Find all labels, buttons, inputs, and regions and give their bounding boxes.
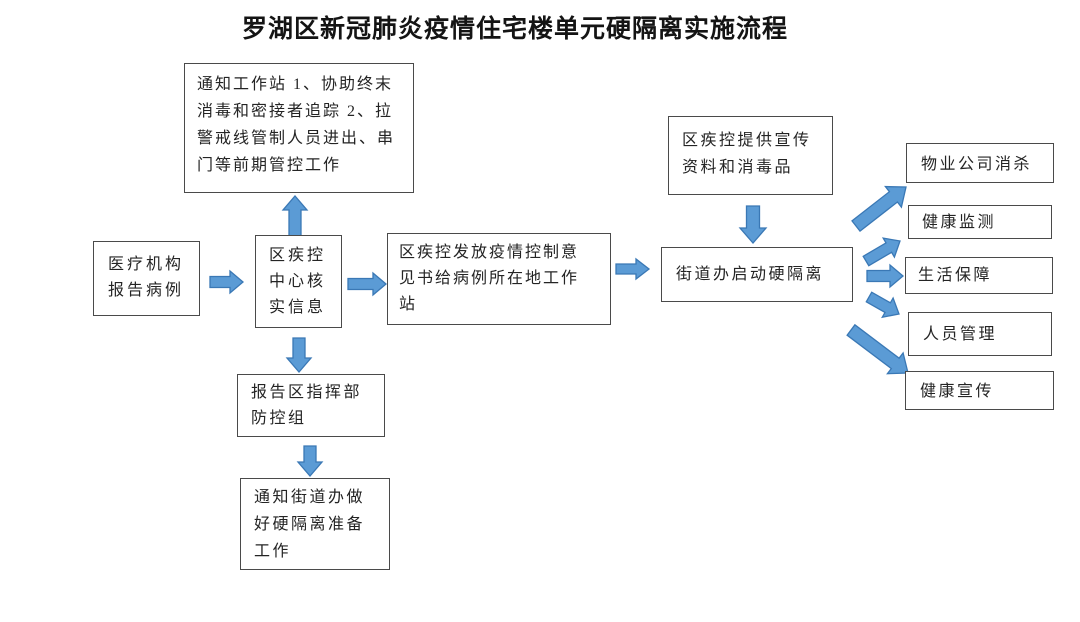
arrow-cdc-to-notice [347,271,388,297]
node-report-command-group: 报告区指挥部 防控组 [237,374,385,437]
node-property-disinfect: 物业公司消杀 [906,143,1054,183]
arrow-supplies-to-street [738,205,768,244]
node-notify-workstation: 通知工作站 1、协助终末 消毒和密接者追踪 2、拉 警戒线管制人员进出、串 门等… [184,63,414,193]
arrow-street-to-health-promo [846,323,909,375]
arrow-notice-to-street [615,257,651,281]
node-health-promotion: 健康宣传 [905,371,1054,410]
arrow-cdc-to-workstation [281,195,309,237]
node-health-monitor: 健康监测 [908,205,1052,239]
node-cdc-verify: 区疾控 中心核 实信息 [255,235,342,328]
arrow-command-to-prepare [296,445,324,477]
node-medical-report: 医疗机构 报告病例 [93,241,200,316]
node-cdc-supplies: 区疾控提供宣传 资料和消毒品 [668,116,833,195]
node-notify-street-prepare: 通知街道办做 好硬隔离准备 工作 [240,478,390,570]
node-street-start-isolation: 街道办启动硬隔离 [661,247,853,302]
arrow-cdc-to-command [285,337,313,373]
arrow-street-to-property [851,185,907,233]
arrow-street-to-personnel [865,291,900,319]
node-personnel-management: 人员管理 [908,312,1052,356]
arrow-street-to-health-monitor [862,237,901,267]
node-life-support: 生活保障 [905,257,1053,294]
arrow-street-to-life-support [866,263,905,289]
node-issue-notice: 区疾控发放疫情控制意 见书给病例所在地工作 站 [387,233,611,325]
arrow-medical-to-cdc [209,269,245,295]
page-title: 罗湖区新冠肺炎疫情住宅楼单元硬隔离实施流程 [241,16,788,43]
